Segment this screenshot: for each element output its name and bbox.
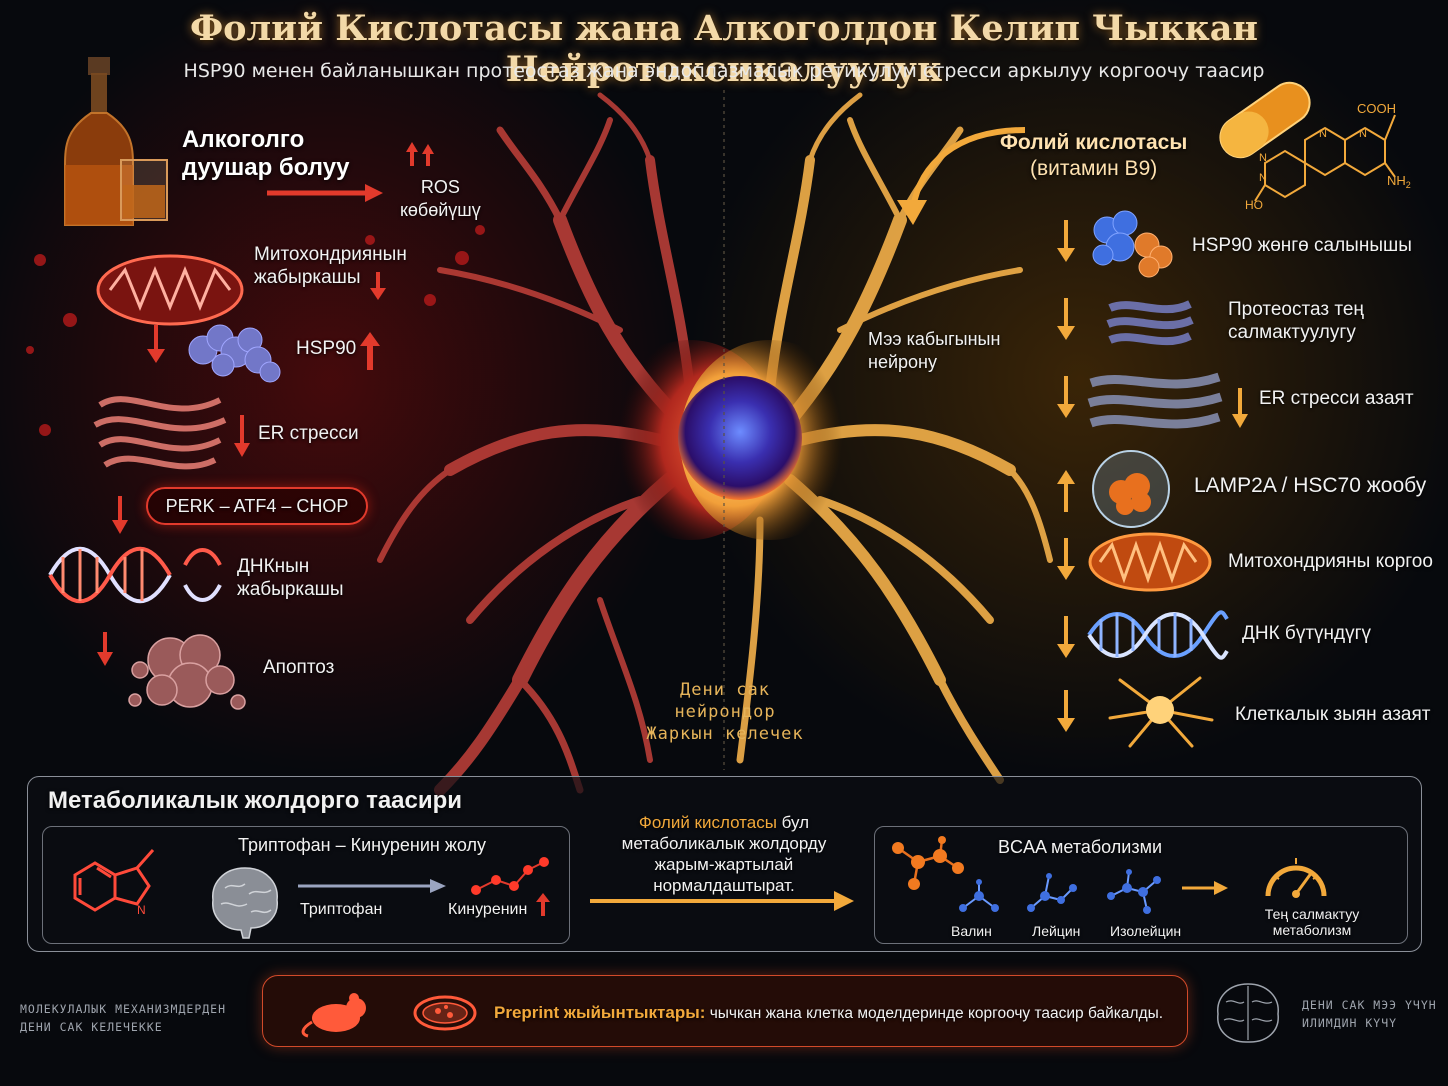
folic-acid-label: Фолий кислотасы (витамин B9) xyxy=(1000,131,1188,180)
valine-label: Валин xyxy=(951,923,992,939)
page-title: Фолий Кислотасы жана Алкоголдон Келип Чы… xyxy=(189,8,1259,90)
capsule-icon xyxy=(1219,81,1311,159)
bcaa-title: BCAA метаболизми xyxy=(998,837,1163,857)
up-arrow-icon xyxy=(360,332,380,370)
dna-intact-icon xyxy=(1087,610,1229,660)
lamp2a-label: LAMP2A / HSC70 жообу xyxy=(1194,474,1427,497)
cell-damage-reduced-label: Клеткалык зыян азаят xyxy=(1235,704,1431,725)
down-arrow-icon xyxy=(1064,376,1068,406)
folic-normalize-text: Фолий кислотасы бул метаболикалык жолдор… xyxy=(621,813,827,895)
whiskey-bottle-icon xyxy=(64,57,168,226)
hsp90-left-label: HSP90 xyxy=(296,338,357,359)
preprint-text: Preprint жыйынтыктары: чычкан жана клетк… xyxy=(494,1003,1164,1022)
brain-icon xyxy=(212,867,278,939)
gauge-icon xyxy=(1265,858,1327,898)
mito-damage-label: Митохондриянын жабыркашы xyxy=(254,244,407,288)
cooh-text: COOH xyxy=(1357,101,1396,116)
arrow-right-icon xyxy=(267,184,383,202)
arrow-right-icon xyxy=(1182,881,1228,895)
tryptophan-pathway-box xyxy=(42,826,570,944)
down-arrow-icon xyxy=(370,272,386,300)
lysosome-icon xyxy=(1092,450,1170,528)
down-arrow-icon xyxy=(112,496,128,534)
healthy-neurons-caption: Дени сак нейрондор Жаркын келечек xyxy=(646,680,804,744)
down-arrow-icon xyxy=(1064,616,1068,646)
petri-dish-icon xyxy=(413,995,477,1031)
apoptosis-label: Апоптоз xyxy=(263,657,335,678)
er-stressed-icon xyxy=(93,396,227,470)
alcohol-exposure-label: Алкоголго дуушар болуу xyxy=(182,126,350,181)
nucleus-graphic xyxy=(678,376,802,500)
healthy-neuron-icon xyxy=(1108,676,1214,748)
down-arrow-icon xyxy=(1064,690,1068,720)
er-stress-left-label: ER стресси xyxy=(258,423,359,444)
perk-pathway-badge: PERK – ATF4 – CHOP xyxy=(146,487,368,525)
isoleucine-molecule-icon xyxy=(1107,869,1161,914)
folic-acid-structure-icon: COOH NH2 HO N N N N xyxy=(1245,101,1411,212)
hsp90-regulation-label: HSP90 жөнгө салынышы xyxy=(1192,235,1412,256)
balanced-metabolism-label: Тең салмактуу метаболизм xyxy=(1264,906,1360,938)
down-arrow-icon xyxy=(1064,538,1068,568)
dna-integrity-label: ДНК бүтүндүгү xyxy=(1242,623,1372,644)
kynurenine-molecule-icon xyxy=(471,857,549,895)
kynurenine-label: Кинуренин xyxy=(448,901,528,918)
n-atom-text: N xyxy=(1259,172,1267,184)
hsp90-protein-icon xyxy=(188,324,281,383)
footer-left-caption: МОЛЕКУЛАЛЫК МЕХАНИЗМДЕРДЕН ДЕНИ САК КЕЛЕ… xyxy=(20,1002,227,1034)
bcaa-box xyxy=(874,826,1408,944)
pathway-arrow-icon xyxy=(298,879,446,893)
metabolic-heading: Метаболикалык жолдорго таасири xyxy=(48,787,463,814)
hsp90-regulated-icon xyxy=(1092,210,1173,278)
leucine-molecule-icon xyxy=(1027,873,1077,912)
tryptophan-label: Триптофан xyxy=(300,901,383,918)
apoptosis-cell-icon xyxy=(128,634,246,710)
indole-structure-icon: N xyxy=(73,849,155,917)
footer-right-caption: ДЕНИ САК МЭЭ ҮЧҮН ИЛИМДИН КҮЧҮ xyxy=(1302,998,1437,1030)
down-arrow-icon xyxy=(97,632,113,666)
proteostasis-label: Протеостаз тең салмактуулугу xyxy=(1228,299,1364,343)
er-relieved-icon xyxy=(1087,372,1223,429)
right-arrows-column xyxy=(1057,220,1075,732)
up-arrow-icon xyxy=(1057,470,1075,484)
mouse-icon xyxy=(301,993,366,1038)
n-atom-text: N xyxy=(1319,128,1327,140)
up-arrow-icon xyxy=(536,893,550,916)
proteostasis-icon xyxy=(1106,300,1194,346)
isoleucine-label: Изолейцин xyxy=(1110,923,1182,939)
ros-up-arrows-icon xyxy=(406,142,434,166)
tryptophan-pathway-title: Триптофан – Кинуренин жолу xyxy=(238,835,487,855)
down-arrow-icon xyxy=(1232,388,1248,428)
bcaa-orange-molecule-icon xyxy=(892,836,964,890)
page-subtitle: HSP90 менен байланышкан протеостаз жана … xyxy=(183,60,1265,82)
mitochondria-damaged-icon xyxy=(96,254,244,326)
nh2-text: NH2 xyxy=(1387,173,1411,190)
n-atom-text: N xyxy=(1359,128,1367,140)
down-arrow-icon xyxy=(147,325,165,363)
ho-text: HO xyxy=(1245,198,1263,212)
valine-molecule-icon xyxy=(959,879,999,912)
dna-damaged-icon xyxy=(48,546,222,604)
er-stress-reduced-label: ER стресси азаят xyxy=(1259,388,1414,409)
n-atom-text: N xyxy=(1259,152,1267,164)
cortical-neuron-label: Мээ кабыгынын нейрону xyxy=(868,329,1001,372)
curved-arrow-icon xyxy=(897,127,1026,225)
down-arrow-icon xyxy=(1064,298,1068,328)
leucine-label: Лейцин xyxy=(1032,923,1081,939)
mitochondria-protected-icon xyxy=(1088,532,1212,592)
normalize-arrow-icon xyxy=(590,891,854,911)
dna-damage-label: ДНКнын жабыркашы xyxy=(237,556,344,600)
brain-icon xyxy=(1217,983,1279,1043)
down-arrow-icon xyxy=(1064,220,1068,250)
n-atom-text: N xyxy=(137,903,146,917)
down-arrow-icon xyxy=(234,415,250,457)
mito-protection-label: Митохондрияны коргоо xyxy=(1228,551,1433,572)
ros-label: ROS көбөйүшү xyxy=(400,177,481,220)
